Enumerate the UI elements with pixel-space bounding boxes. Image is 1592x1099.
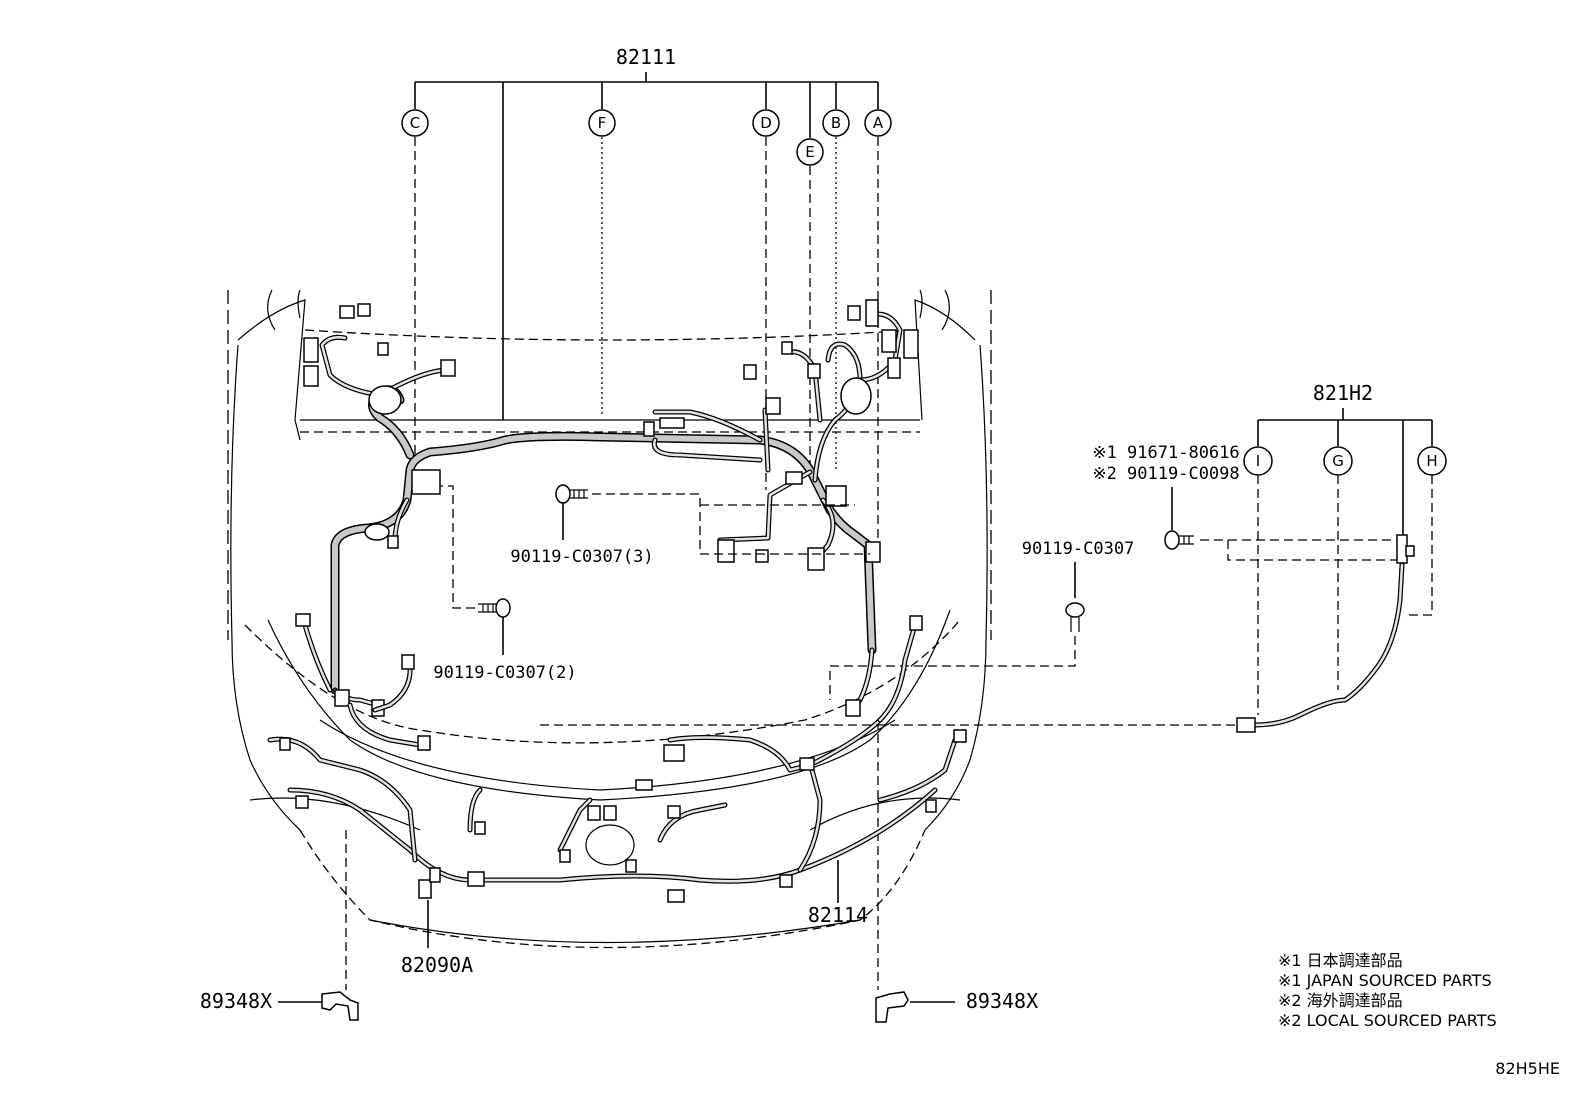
ref-circle-h: H xyxy=(1417,446,1447,476)
svg-text:F: F xyxy=(598,114,607,132)
ref-circle-i: I xyxy=(1243,446,1273,476)
svg-text:B: B xyxy=(831,114,841,132)
sub-harness xyxy=(540,534,1415,733)
main-harness-leader: 82111 xyxy=(414,45,879,420)
svg-text:D: D xyxy=(760,114,772,132)
ref-circle-e: E xyxy=(796,138,824,166)
bolt-right-part-number[interactable]: 90119-C0307 xyxy=(1022,539,1135,559)
clamp-right: 89348X xyxy=(875,989,1038,1023)
ref-circle-g: G xyxy=(1323,446,1353,476)
svg-text:I: I xyxy=(1256,452,1260,470)
ref-circle-a: A xyxy=(864,109,892,137)
bolt-center-part-number[interactable]: 90119-C0307(3) xyxy=(510,547,653,567)
bolt-center: 90119-C0307(3) xyxy=(510,484,870,567)
clamp-left: 89348X xyxy=(200,989,359,1021)
svg-text:E: E xyxy=(805,143,814,161)
ref-circle-c: C xyxy=(401,109,429,137)
vehicle-body-outline xyxy=(227,289,992,949)
bolt-alternatives: ※1 91671-80616 ※2 90119-C0098 xyxy=(1092,443,1240,550)
bolt-alt-2-part-number[interactable]: ※2 90119-C0098 xyxy=(1092,464,1239,484)
bolt-right: 90119-C0307 xyxy=(829,539,1135,700)
svg-text:H: H xyxy=(1426,452,1437,470)
bolt-left: 90119-C0307(2) xyxy=(433,485,577,683)
main-harness-part-number[interactable]: 82111 xyxy=(616,45,676,69)
note-japan-en: ※1 JAPAN SOURCED PARTS xyxy=(1278,971,1492,990)
sourcing-notes: ※1 日本調達部品 ※1 JAPAN SOURCED PARTS ※2 海外調達… xyxy=(1278,951,1497,1030)
note-local-en: ※2 LOCAL SOURCED PARTS xyxy=(1278,1011,1497,1030)
fog-wire: 82090A xyxy=(401,867,473,977)
bumper-harness-part-number[interactable]: 82114 xyxy=(808,903,868,927)
svg-text:A: A xyxy=(873,114,884,132)
fog-wire-part-number[interactable]: 82090A xyxy=(401,953,473,977)
note-japan-jp: ※1 日本調達部品 xyxy=(1278,951,1403,970)
reference-circles-top: C F D E B A xyxy=(401,109,892,166)
reference-drops xyxy=(345,137,879,990)
clamp-left-part-number[interactable]: 89348X xyxy=(200,989,272,1013)
note-local-jp: ※2 海外調達部品 xyxy=(1278,991,1403,1010)
ref-circle-d: D xyxy=(752,109,780,137)
clamp-right-part-number[interactable]: 89348X xyxy=(966,989,1038,1013)
ref-circle-b: B xyxy=(822,109,850,137)
bumper-harness: 82114 xyxy=(267,613,967,927)
svg-text:C: C xyxy=(410,114,420,132)
ref-circle-f: F xyxy=(588,109,616,137)
main-harness xyxy=(303,299,919,717)
svg-text:G: G xyxy=(1332,452,1344,470)
bolt-alt-1-part-number[interactable]: ※1 91671-80616 xyxy=(1092,443,1239,463)
sub-harness-leader: 821H2 I G H xyxy=(1243,381,1447,715)
illustration-code: 82H5HE xyxy=(1495,1059,1560,1078)
bolt-left-part-number[interactable]: 90119-C0307(2) xyxy=(433,663,576,683)
sub-harness-part-number[interactable]: 821H2 xyxy=(1313,381,1373,405)
